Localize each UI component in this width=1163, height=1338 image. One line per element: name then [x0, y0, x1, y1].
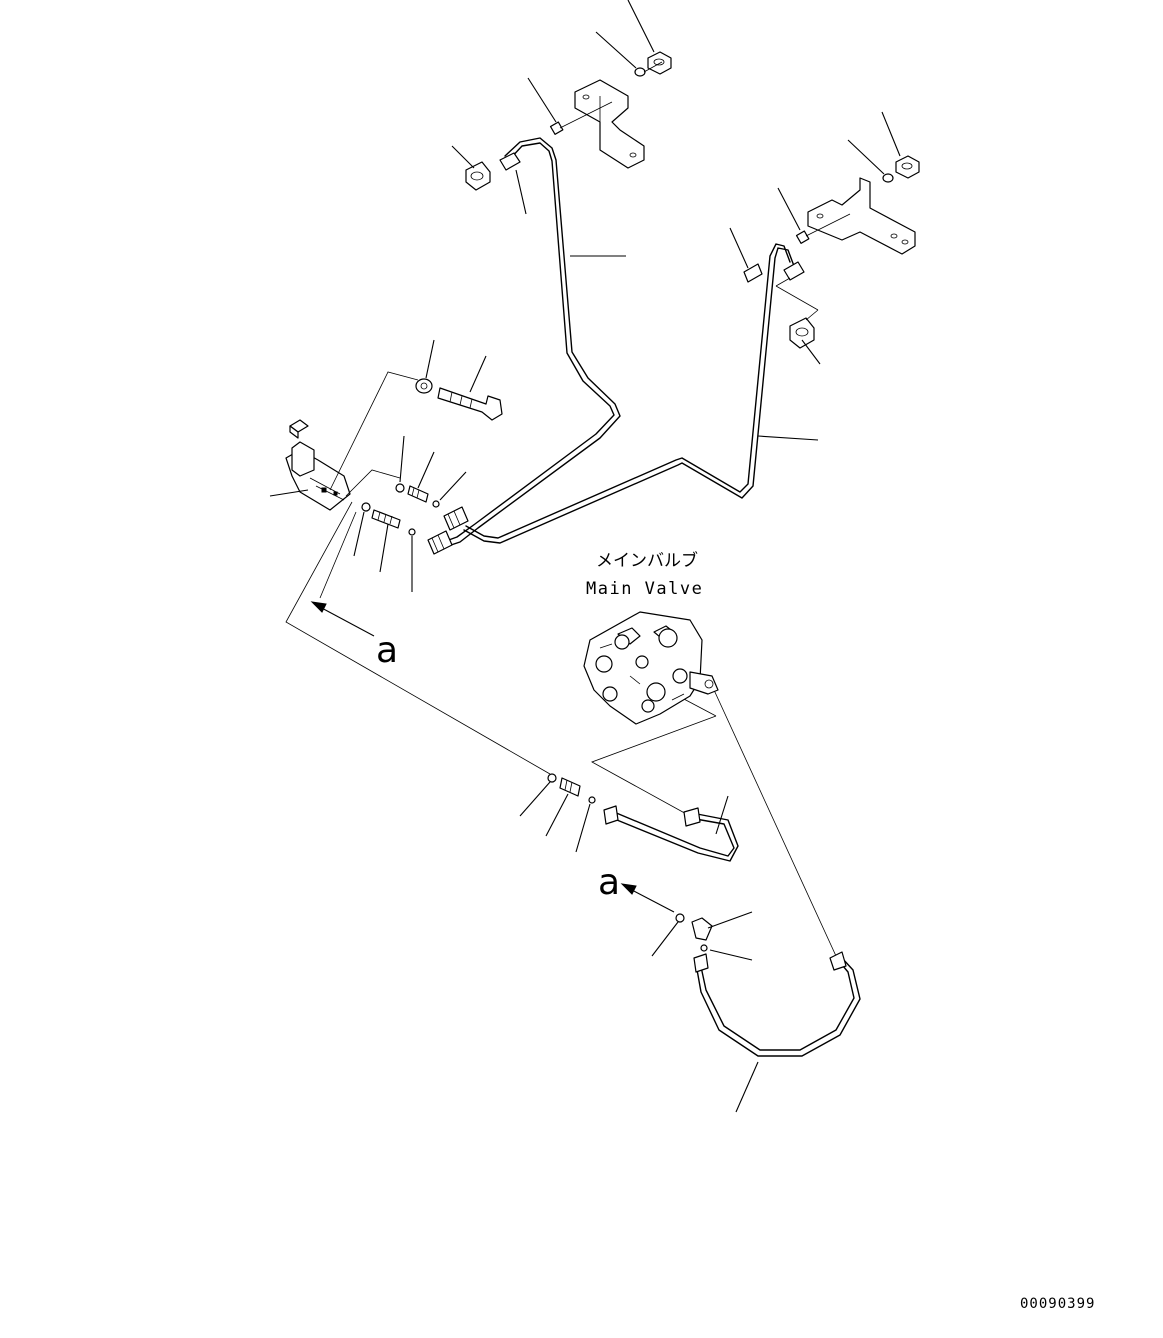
lower-fittings — [547, 773, 596, 804]
guide-lines — [285, 371, 837, 957]
main-valve-body — [583, 611, 719, 725]
drawing-number: 00090399 — [1020, 1296, 1095, 1312]
view-letter-a-lower: a — [598, 862, 620, 903]
bolt-washer — [415, 378, 503, 421]
elbow-fitting — [675, 913, 713, 952]
tube-left — [427, 137, 621, 555]
bracket-left-assembly — [549, 51, 672, 169]
view-arrow-lower — [620, 883, 675, 913]
view-arrow-upper — [310, 601, 375, 637]
hose-long — [693, 951, 861, 1057]
main-valve-label-jp: メインバルブ — [596, 550, 698, 571]
hose-short — [603, 805, 739, 862]
solenoid-fittings — [361, 483, 440, 536]
main-valve-label-en: Main Valve — [586, 579, 703, 599]
bracket-right-assembly — [795, 155, 920, 255]
tube-right — [443, 243, 819, 544]
leader-lines — [269, 0, 901, 1113]
solenoid-valve — [285, 419, 351, 511]
view-letter-a: a — [376, 630, 398, 671]
